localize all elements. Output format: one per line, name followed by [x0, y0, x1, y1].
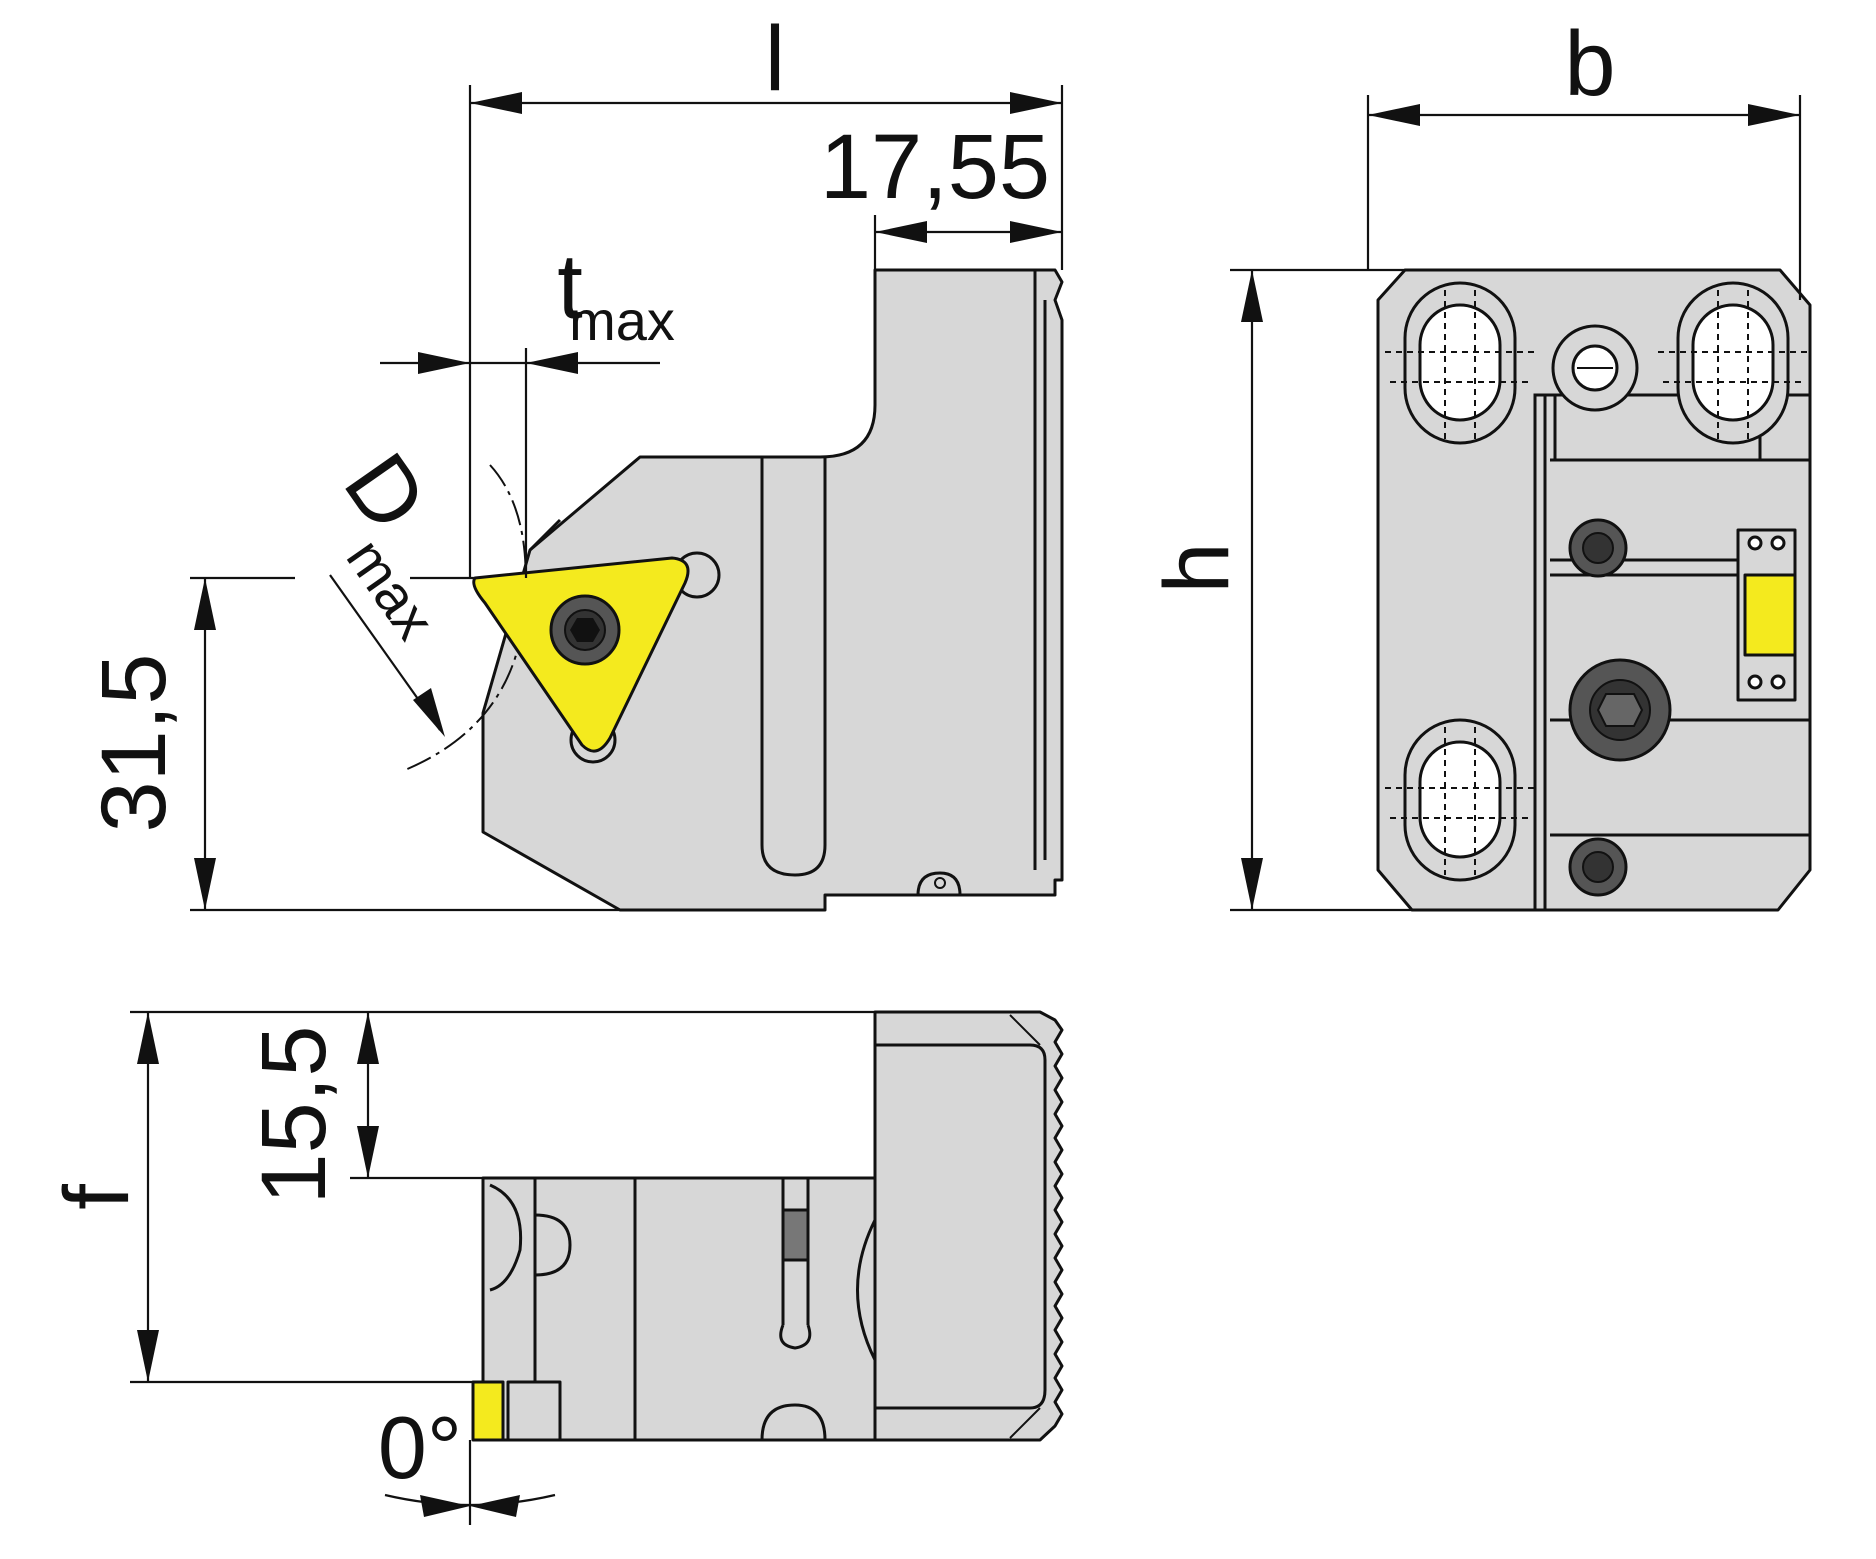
dim-31-5-label: 31,5: [83, 653, 185, 832]
top-view-dimensions: f 15,5 0°: [46, 1010, 875, 1525]
top-view-insert-icon: [471, 1380, 505, 1442]
side-insert-icon: [1743, 573, 1797, 657]
dim-15-5-label: 15,5: [243, 1025, 345, 1204]
front-view-body: [481, 268, 1064, 912]
top-view: [471, 1010, 1064, 1442]
front-view-dimensions: l 17,55 t max D max 31,5: [83, 8, 1064, 912]
mount-slot-bottom-left: [1385, 718, 1535, 882]
dim-17-55-label: 17,55: [820, 116, 1050, 218]
dim-dmax-sub: max: [335, 527, 447, 650]
hex-screw-icon: [1568, 518, 1628, 578]
dim-l-label: l: [765, 8, 785, 110]
front-view: [404, 268, 1064, 912]
mount-slot-top-right: [1658, 281, 1808, 445]
hex-screw-bottom-icon: [1568, 837, 1628, 897]
side-view-dimensions: b h: [1146, 13, 1802, 912]
mount-slot-top-left: [1385, 281, 1535, 445]
dim-tmax-sub: max: [569, 289, 675, 352]
side-view: [1376, 268, 1812, 912]
hex-screw-large-icon: [1568, 658, 1672, 762]
serrated-block: [873, 1010, 1064, 1442]
dim-f-label: f: [46, 1184, 148, 1210]
dim-b-label: b: [1564, 13, 1615, 115]
dim-tmax-main: t: [557, 236, 583, 338]
dim-angle-label: 0°: [378, 1398, 462, 1497]
dim-h-label: h: [1146, 542, 1248, 593]
